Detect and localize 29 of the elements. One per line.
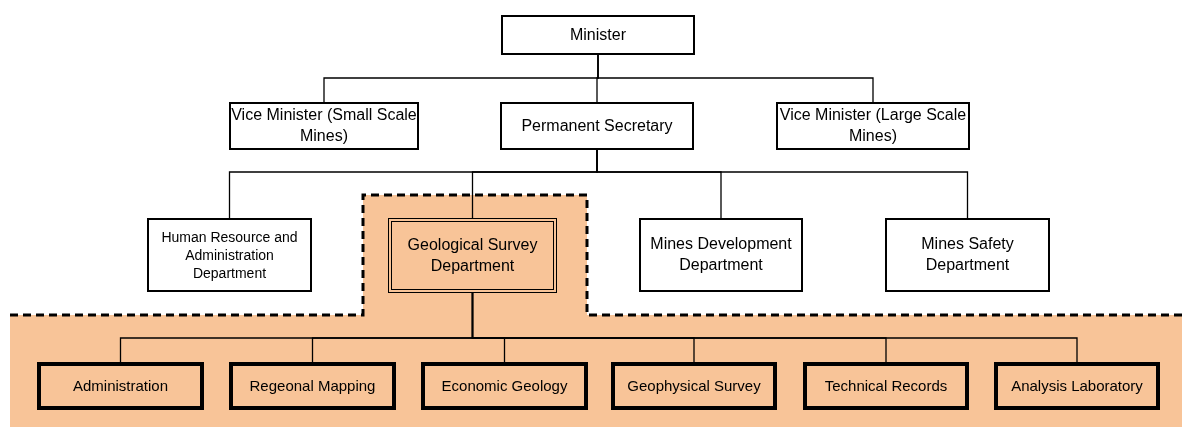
box-label: Regeonal Mapping bbox=[249, 376, 376, 396]
box-label: Minister bbox=[570, 24, 626, 45]
section-box bbox=[611, 362, 777, 410]
box-label: Permanent Secretary bbox=[521, 115, 673, 136]
department-box bbox=[501, 15, 695, 55]
section-box bbox=[37, 362, 204, 410]
department-box bbox=[885, 218, 1050, 292]
box-label: Economic Geology bbox=[441, 376, 568, 396]
section-box bbox=[229, 362, 396, 410]
box-label: Analysis Laboratory bbox=[1011, 376, 1143, 396]
section-box bbox=[803, 362, 969, 410]
connector-line bbox=[596, 149, 969, 219]
connector-line bbox=[597, 54, 874, 103]
department-box bbox=[388, 218, 557, 293]
department-box bbox=[500, 102, 694, 150]
box-label: Geological Survey Department bbox=[406, 234, 539, 276]
box-label: Human Resource and Administration Department bbox=[160, 227, 299, 283]
box-label: Vice Minister (Small Scale Mines) bbox=[231, 105, 417, 146]
box-label: Vice Minister (Large Scale Mines) bbox=[778, 105, 968, 146]
department-box bbox=[639, 218, 803, 292]
department-box bbox=[147, 218, 312, 292]
box-label: Mines Development Department bbox=[649, 234, 793, 275]
box-label: Technical Records bbox=[824, 376, 948, 396]
box-label: Mines Safety Department bbox=[920, 234, 1015, 275]
box-label: Geophysical Survey bbox=[627, 376, 761, 396]
section-box bbox=[421, 362, 588, 410]
connector-line bbox=[471, 292, 1078, 363]
box-label: Administration bbox=[72, 376, 168, 396]
section-box bbox=[994, 362, 1160, 410]
